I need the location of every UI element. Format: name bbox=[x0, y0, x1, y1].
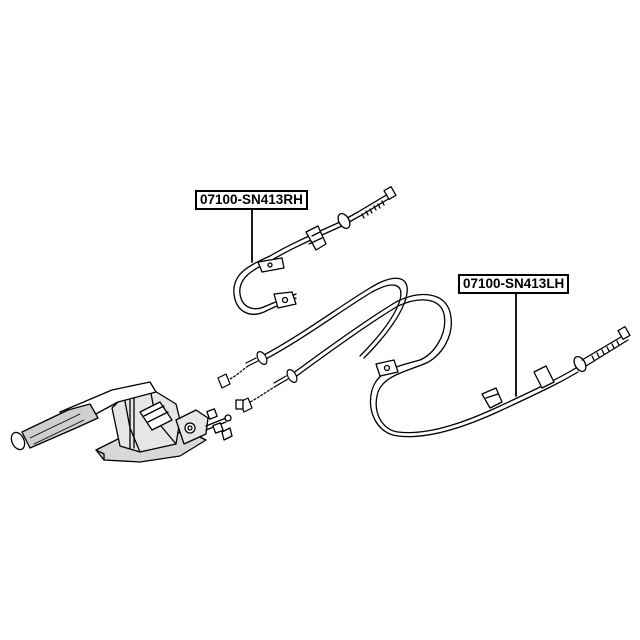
parking-brake-cable-lh bbox=[261, 277, 631, 438]
lh-clip bbox=[375, 359, 399, 377]
rh-bracket-1 bbox=[305, 225, 327, 251]
lh-cable-path bbox=[261, 277, 408, 359]
release-button bbox=[10, 431, 26, 451]
lever-grip bbox=[21, 403, 99, 449]
rh-clip bbox=[273, 291, 297, 309]
part-number-label-rh: 07100-SN413RH bbox=[195, 190, 308, 210]
part-number-label-lh: 07100-SN413LH bbox=[458, 274, 570, 294]
front-end-fitting-1 bbox=[217, 373, 231, 389]
rh-cable-path bbox=[233, 221, 341, 315]
handbrake-lever-assembly bbox=[10, 381, 244, 463]
lh-bracket-2 bbox=[481, 387, 503, 409]
cable-front-ends bbox=[217, 351, 298, 413]
ratchet-sector bbox=[139, 401, 173, 431]
lh-bracket-1 bbox=[533, 365, 555, 389]
adjuster-nut bbox=[235, 399, 244, 410]
rh-bracket-2 bbox=[257, 257, 285, 273]
parking-brake-cable-rh bbox=[233, 186, 397, 315]
